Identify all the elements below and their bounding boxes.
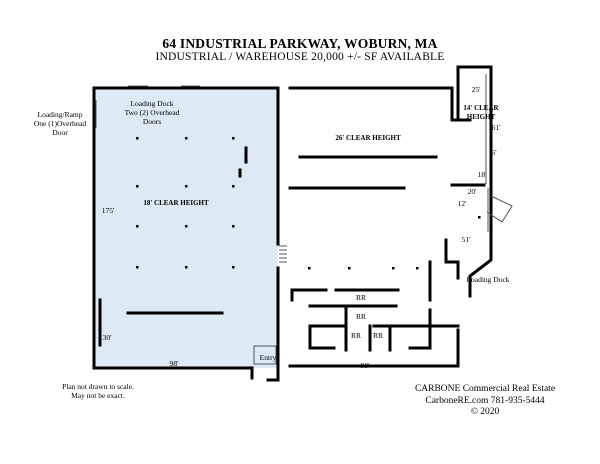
warehouse-area-highlight: [94, 88, 278, 368]
company-copyright: © 2020: [470, 407, 500, 417]
restroom-label-1: RR: [356, 293, 366, 302]
restroom-label-2: RR: [356, 312, 366, 321]
company-name: CARBONE Commercial Real Estate: [414, 384, 556, 394]
dim-175-label: 175': [102, 206, 115, 215]
dim-51-label: 51': [462, 235, 472, 244]
company-contact: CarboneRE.com 781-935-5444: [425, 395, 545, 406]
loading-dock-top-2: Two (2) Overhead: [125, 108, 180, 117]
wall-right-upper: [456, 65, 493, 298]
restroom-label-4: RR: [373, 331, 383, 340]
dim-98-right-label: 98': [361, 361, 371, 370]
loading-dock-ramp: [486, 195, 513, 223]
loading-dock-top-3: Doors: [143, 117, 161, 126]
loading-ramp-label-1: Loading/Ramp: [38, 110, 83, 119]
dim-30-label: 30': [103, 333, 113, 342]
plan-subtitle: INDUSTRIAL / WAREHOUSE 20,000 +/- SF AVA…: [155, 51, 445, 63]
scale-note-line-2: May not be exact.: [71, 391, 125, 400]
loading-ramp-label-2: One (1)Overhead: [34, 119, 87, 128]
company-footer: CARBONE Commercial Real Estate CarboneRE…: [400, 384, 570, 419]
entry-label: Entry: [260, 353, 277, 362]
dim-61-label: 61': [492, 123, 502, 132]
loading-dock-right-label: Loading Dock: [466, 275, 509, 284]
column-grid: [136, 137, 481, 270]
restroom-label-3: RR: [351, 331, 361, 340]
dim-98-left-label: 98': [170, 359, 180, 368]
dim-18-label: 18': [478, 170, 488, 179]
clear-height-18-label: 18' CLEAR HEIGHT: [143, 199, 209, 207]
stair-lines: [279, 245, 287, 263]
dim-20-label: 20': [468, 187, 478, 196]
clear-height-14-label-2: HEIGHT: [467, 113, 496, 121]
wall-office-low: [308, 308, 460, 350]
clear-height-26-label: 26' CLEAR HEIGHT: [335, 134, 401, 142]
entry-door: [253, 345, 277, 365]
loading-ramp-label-3: Door: [52, 128, 68, 137]
wall-post-1: [238, 146, 248, 178]
scale-note-line-1: Plan not drawn to scale.: [62, 382, 134, 391]
wall-entry: [250, 366, 280, 382]
dim-12-label: 12': [458, 199, 468, 208]
wall-office-top: [290, 288, 400, 302]
dim-5-label: 5': [491, 148, 497, 157]
wall-loading-stair: [428, 238, 460, 302]
dim-25-label: 25': [472, 85, 482, 94]
scale-note: Plan not drawn to scale. May not be exac…: [50, 382, 146, 400]
clear-height-14-label-1: 14' CLEAR: [463, 104, 499, 112]
wall-annex-left: [450, 65, 460, 122]
wall-bottom-right: [288, 328, 460, 368]
plan-title: 64 INDUSTRIAL PARKWAY, WOBURN, MA: [162, 36, 438, 51]
loading-dock-top-1: Loading Dock: [130, 99, 173, 108]
wall-office-rr: [344, 304, 392, 352]
